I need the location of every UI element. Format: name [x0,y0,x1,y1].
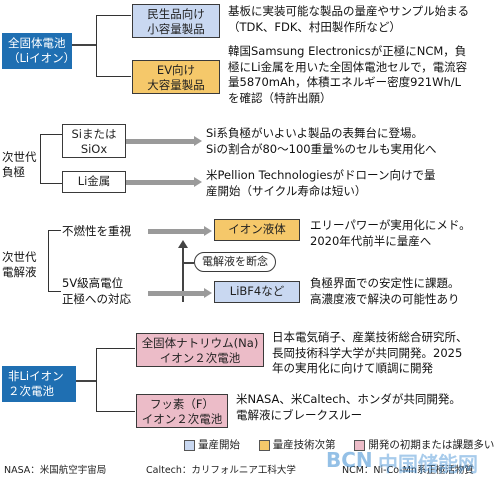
box-si-siox: Siまたは SiOx [62,124,126,158]
desc-small-products: 基板に実装可能な製品の量産やサンプル始まる （TDK、FDK、村田製作所など） [228,4,470,34]
category-next-anode: 次世代 負極 [2,150,37,179]
legend-swatch-tech [258,439,270,451]
bracket [96,15,131,77]
legend-tech: 量産技術次第 [272,439,336,451]
desc-libf4: 負極界面での安定性に課題。 高濃度液で解決の可能性あり [310,276,460,306]
arrow-shaft [148,291,204,296]
desc-fluorine-ion: 米NASA、米Caltech、ホンダが共同開発。 電解液にブレークスルー [236,392,461,422]
legend-early: 開発の初期または課題多い [368,439,495,451]
desc-ionic-liquid: エリーパワーが実用化にメド。 2020年代前半に量産へ [310,218,471,248]
bracket [48,230,61,292]
footnote-caltech: Caltech：カリフォルニア工科大学 [146,465,296,476]
desc-si-siox: Si系負極がいよいよ製品の表舞台に登場。 Siの割合が80～100重量%のセルも… [206,126,437,156]
connector [182,262,194,264]
legend: 量産開始 量産技術次第 開発の初期または課題多い [184,437,494,452]
watermark-site-text: 中国储能网 [378,452,478,476]
footnote-ncm: NCM：Ni-Co-Mn系正極活物質 [342,465,474,476]
arrow-shaft [148,229,204,234]
box-ionic-liquid: イオン液体 [214,219,300,241]
connector [72,44,96,46]
legend-swatch-mass [184,439,195,451]
arrow-shaft [126,139,194,144]
arrow-right-icon [204,226,212,236]
bracket [96,348,135,412]
arrow-right-icon [194,136,202,146]
footnote-nasa: NASA：米国航空宇宙局 [4,465,107,476]
connector [76,380,96,382]
desc-sodium-ion: 日本電気硝子、産業技術総合研究所、 長岡技術科学大学が共同開発。2025 年の実… [272,330,468,375]
category-solid-state: 全固体電池 （Liイオン） [2,33,75,69]
arrow-up-icon [178,240,188,248]
label-nonflammable: 不燃性を重視 [62,224,131,238]
category-next-electrolyte: 次世代 電解液 [2,250,37,279]
bracket [40,134,63,184]
desc-li-metal: 米Pellion Technologiesがドローン向けで量 産開始（サイクル寿… [206,168,436,198]
box-libf4: LiBF4など [214,281,300,303]
category-non-li: 非Liイオン ２次電池 [2,366,76,402]
box-electrolyte-cutoff: 電解液を断念 [194,252,276,272]
arrow-right-icon [194,177,202,187]
box-ev-products: EV向け 大容量製品 [132,60,220,94]
legend-swatch-early [354,439,366,451]
box-li-metal: Li金属 [62,171,126,193]
arrow-shaft [126,180,194,185]
watermark-logo-text: BCN [326,448,373,472]
desc-ev-products: 韓国Samsung Electronicsが正極にNCM，負 極にLi金属を用い… [228,44,468,105]
box-fluorine-ion: フッ素（F） イオン２次電池 [136,394,228,428]
box-small-products: 民生品向け 小容量製品 [132,4,220,38]
box-sodium-ion: 全固体ナトリウム(Na) イオン２次電池 [136,333,264,367]
vertical-connector [182,246,184,302]
label-high-voltage: 5V級高電位 正極への対応 [62,276,131,306]
legend-mass: 量産開始 [198,439,240,451]
arrow-right-icon [204,288,212,298]
